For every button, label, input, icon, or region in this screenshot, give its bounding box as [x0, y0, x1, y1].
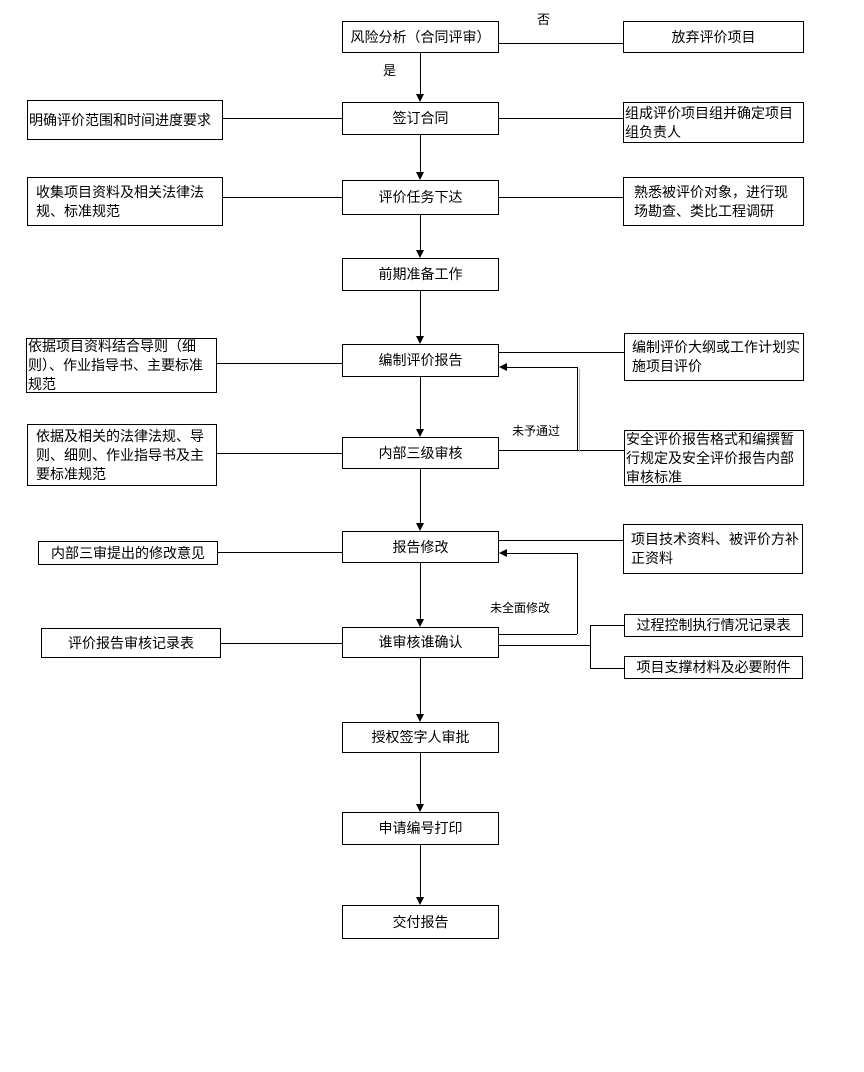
node-abandon-project: 放弃评价项目	[623, 21, 804, 53]
connector-task-to-familiarize	[499, 197, 623, 198]
node-revision-opinions-label: 内部三审提出的修改意见	[51, 544, 205, 561]
arrowhead-left-revision	[499, 549, 507, 557]
connector-basis1-to-compile	[217, 363, 342, 364]
connector-sign-to-team	[499, 118, 623, 119]
connector-internal-to-revision	[420, 469, 421, 523]
edge-label-not-approved: 未予通过	[512, 424, 561, 438]
arrowhead-down-sign	[416, 94, 424, 102]
node-deliver-report: 交付报告	[342, 905, 499, 939]
node-scope-requirement-label: 明确评价范围和时间进度要求	[29, 111, 211, 128]
arrowhead-down-confirm	[416, 619, 424, 627]
node-signatory-approval-label: 授权签字人审批	[371, 729, 470, 745]
node-familiarize-object-label: 熟悉被评价对象，进行现场勘查、类比工程调研	[634, 183, 788, 219]
connector-approval-to-print	[420, 753, 421, 804]
feedback-confirm-vertical	[577, 553, 578, 634]
connector-opinion-to-revision	[218, 552, 342, 553]
node-apply-number-print: 申请编号打印	[342, 812, 499, 845]
node-internal-review-label: 内部三级审核	[378, 444, 463, 461]
connector-risk-to-sign	[420, 53, 421, 94]
node-report-revision: 报告修改	[342, 531, 499, 563]
node-preparation: 前期准备工作	[342, 258, 499, 291]
node-risk-analysis: 风险分析（合同评审）	[342, 21, 499, 53]
feedback-internal-vertical	[577, 367, 578, 450]
connector-collect-to-task	[223, 197, 342, 198]
node-supporting-materials-label: 项目支撑材料及必要附件	[636, 659, 791, 675]
arrowhead-down-approval	[416, 714, 424, 722]
node-reviewer-confirmation-label: 谁审核谁确认	[378, 634, 463, 650]
connector-confirm-to-approval	[420, 658, 421, 714]
feedback-confirm-top	[507, 553, 577, 554]
connector-revision-to-supplement	[499, 540, 623, 541]
node-supplementary-materials: 项目技术资料、被评价方补正资料	[623, 524, 803, 574]
node-preparation-label: 前期准备工作	[378, 266, 463, 282]
arrowhead-down-revision	[416, 523, 424, 531]
node-report-format: 安全评价报告格式和编撰暂行规定及安全评价报告内部审核标准	[624, 430, 804, 486]
connector-revision-to-confirm	[420, 563, 421, 619]
connector-task-to-prep	[420, 215, 421, 250]
node-risk-analysis-label: 风险分析（合同评审）	[350, 28, 491, 45]
feedback-internal-horizontal	[507, 367, 577, 368]
node-compile-report: 编制评价报告	[342, 344, 499, 377]
connector-scope-to-sign	[223, 118, 342, 119]
arrowhead-down-task	[416, 172, 424, 180]
connector-print-to-deliver	[420, 845, 421, 897]
bracket-main-line	[499, 645, 590, 646]
arrowhead-down-print	[416, 804, 424, 812]
connector-compile-to-internal	[420, 377, 421, 429]
node-form-team-label: 组成评价项目组并确定项目组负责人	[625, 104, 793, 140]
node-deliver-report-label: 交付报告	[392, 913, 449, 930]
node-task-issue: 评价任务下达	[342, 180, 499, 215]
connector-internal-to-format	[499, 450, 624, 451]
node-review-record-form: 评价报告审核记录表	[41, 628, 221, 658]
connector-record-to-confirm	[221, 643, 342, 644]
node-collect-materials: 收集项目资料及相关法律法规、标准规范	[27, 177, 223, 226]
node-review-record-form-label: 评价报告审核记录表	[68, 634, 194, 651]
arrowhead-left-compile	[499, 363, 507, 371]
connector-sign-to-task	[420, 135, 421, 172]
connector-risk-to-abandon	[499, 43, 623, 44]
edge-label-no: 否	[537, 12, 551, 27]
connector-prep-to-compile	[420, 291, 421, 336]
node-sign-contract: 签订合同	[342, 102, 499, 135]
node-abandon-project-label: 放弃评价项目	[671, 28, 756, 45]
node-revision-opinions: 内部三审提出的修改意见	[38, 541, 218, 565]
arrowhead-down-prep	[416, 250, 424, 258]
edge-label-yes: 是	[383, 63, 397, 78]
node-familiarize-object: 熟悉被评价对象，进行现场勘查、类比工程调研	[623, 177, 804, 226]
node-basis-guideline-label: 依据项目资料结合导则（细则）、作业指导书、主要标准规范	[28, 338, 203, 392]
node-signatory-approval: 授权签字人审批	[342, 722, 499, 753]
connector-basis2-to-internal	[217, 453, 342, 454]
node-supplementary-materials-label: 项目技术资料、被评价方补正资料	[631, 531, 799, 566]
node-sign-contract-label: 签订合同	[392, 110, 449, 126]
bracket-vertical	[590, 625, 591, 669]
node-basis-laws: 依据及相关的法律法规、导则、细则、作业指导书及主要标准规范	[27, 424, 217, 486]
node-reviewer-confirmation: 谁审核谁确认	[342, 627, 499, 658]
arrowhead-down-compile	[416, 336, 424, 344]
node-compile-report-label: 编制评价报告	[378, 352, 463, 368]
edge-label-not-fully-revised: 未全面修改	[490, 601, 551, 615]
bracket-to-process-record	[590, 625, 624, 626]
node-compile-outline-label: 编制评价大纲或工作计划实施项目评价	[632, 339, 800, 374]
arrowhead-down-deliver	[416, 897, 424, 905]
node-report-format-label: 安全评价报告格式和编撰暂行规定及安全评价报告内部审核标准	[626, 430, 794, 485]
node-report-revision-label: 报告修改	[392, 538, 449, 555]
node-supporting-materials: 项目支撑材料及必要附件	[624, 656, 803, 679]
arrowhead-down-internal	[416, 429, 424, 437]
feedback-confirm-bottom	[499, 634, 577, 635]
node-scope-requirement: 明确评价范围和时间进度要求	[27, 100, 223, 140]
node-form-team: 组成评价项目组并确定项目组负责人	[623, 102, 804, 143]
bracket-to-support-material	[590, 668, 624, 669]
connector-compile-to-outline	[499, 352, 624, 353]
node-collect-materials-label: 收集项目资料及相关法律法规、标准规范	[36, 183, 204, 219]
node-internal-review: 内部三级审核	[342, 437, 499, 469]
node-task-issue-label: 评价任务下达	[378, 189, 463, 205]
node-apply-number-print-label: 申请编号打印	[378, 820, 463, 836]
node-process-control-record-label: 过程控制执行情况记录表	[636, 617, 791, 633]
node-compile-outline: 编制评价大纲或工作计划实施项目评价	[624, 333, 804, 381]
node-process-control-record: 过程控制执行情况记录表	[624, 614, 803, 637]
node-basis-laws-label: 依据及相关的法律法规、导则、细则、作业指导书及主要标准规范	[36, 427, 204, 482]
node-basis-guideline: 依据项目资料结合导则（细则）、作业指导书、主要标准规范	[26, 338, 217, 393]
